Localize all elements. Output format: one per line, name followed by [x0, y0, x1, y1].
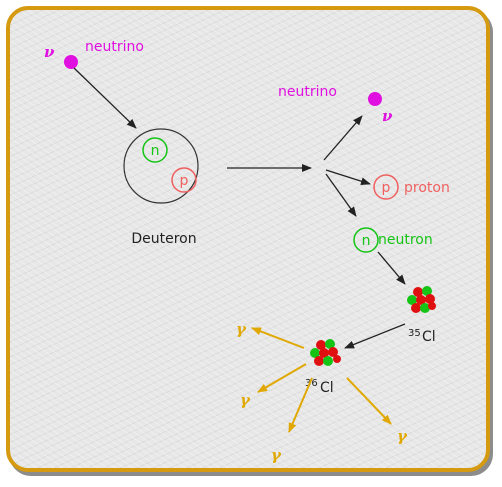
- incoming-neutrino-particle: [64, 55, 78, 69]
- deuteron-proton-letter: p: [180, 173, 189, 189]
- deuteron-neutron-circle: [142, 137, 168, 163]
- cl35-nucleus: [407, 286, 436, 313]
- gamma-ray-3-arrow: [288, 377, 313, 433]
- arrow-neutrino-to-deuteron: [73, 67, 137, 129]
- outgoing-neutron-circle: [353, 227, 379, 253]
- gamma-symbol-2: γ: [240, 391, 251, 409]
- incoming-neutrino-label: neutrino: [85, 39, 144, 55]
- arrow-to-proton: [325, 169, 371, 186]
- cl35-symbol: Cl: [422, 329, 436, 345]
- gamma-symbol-3: γ: [271, 446, 282, 464]
- proton-label: proton: [404, 180, 450, 196]
- cl36-nucleus: [310, 339, 341, 366]
- nu-symbol-outgoing: ν: [382, 107, 393, 125]
- gamma-ray-2-arrow: [257, 363, 307, 393]
- outgoing-proton-circle: [373, 174, 399, 200]
- cl36-symbol: Cl: [320, 380, 334, 396]
- deuteron-label: Deuteron: [131, 231, 196, 247]
- gamma-symbol-1: γ: [236, 320, 247, 338]
- deuteron-proton-circle: [171, 167, 197, 193]
- deuteron-neutron-letter: n: [151, 143, 160, 159]
- outgoing-neutrino-label: neutrino: [278, 84, 337, 100]
- arrow-to-outgoing-neutrino: [323, 115, 363, 161]
- gamma-ray-4-arrow: [346, 377, 392, 425]
- arrow-cl35-to-cl36: [344, 323, 406, 349]
- neutron-label: neutron: [378, 232, 433, 248]
- nu-symbol-incoming: ν: [44, 43, 55, 61]
- gamma-symbol-4: γ: [397, 427, 408, 445]
- outgoing-proton-letter: p: [382, 180, 391, 196]
- cl36-mass-number: 36: [305, 378, 318, 389]
- outgoing-neutron-letter: n: [362, 233, 371, 249]
- gamma-ray-1-arrow: [251, 327, 305, 349]
- outgoing-neutrino-particle: [368, 92, 382, 106]
- arrow-to-neutron: [325, 173, 357, 217]
- deuteron-circle: [123, 128, 199, 204]
- cl35-mass-number: 35: [408, 328, 421, 339]
- diagram-panel: [6, 6, 490, 472]
- arrow-neutron-to-cl35: [377, 251, 406, 285]
